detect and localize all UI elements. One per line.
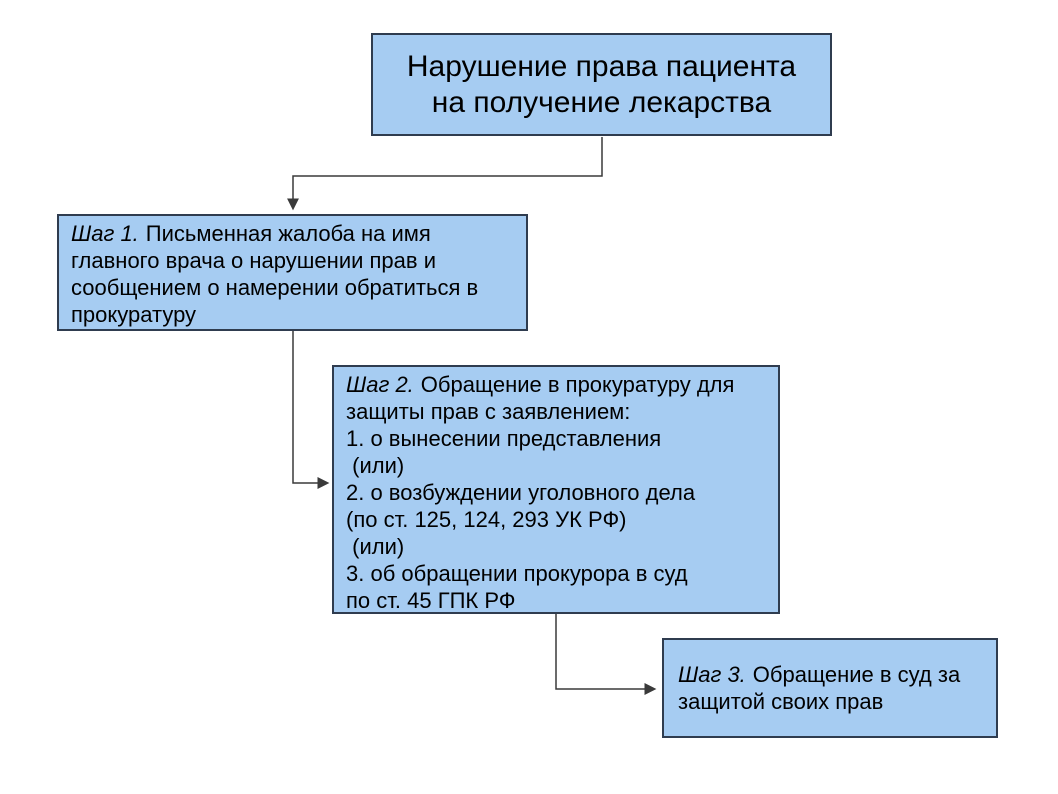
step1-box: Шаг 1.Письменная жалоба на имя главного … xyxy=(57,214,528,331)
arrow-title-to-step1 xyxy=(287,137,603,211)
step2-box: Шаг 2.Обращение в прокуратуру для защиты… xyxy=(332,365,780,614)
step3-line: защитой своих прав xyxy=(678,689,884,714)
step2-line: 1. о вынесении представления xyxy=(346,426,662,451)
step1-line: сообщением о намерении обратиться в xyxy=(71,275,479,300)
step2-label: Шаг 2. xyxy=(346,372,414,397)
step2-line: 3. об обращении прокурора в суд xyxy=(346,561,688,586)
step3-box: Шаг 3.Обращение в суд за защитой своих п… xyxy=(662,638,998,738)
title-box: Нарушение права пациента на получение ле… xyxy=(371,33,832,136)
step2-line: по ст. 45 ГПК РФ xyxy=(346,588,516,613)
step1-line: главного врача о нарушении прав и xyxy=(71,248,436,273)
step1-line: Письменная жалоба на имя xyxy=(145,221,431,246)
arrow-step1-to-step2 xyxy=(292,331,330,489)
step3-line: Обращение в суд за xyxy=(752,662,961,687)
step2-line: (по ст. 125, 124, 293 УК РФ) xyxy=(346,507,627,532)
step2-line: защиты прав с заявлением: xyxy=(346,399,631,424)
step2-line: (или) xyxy=(346,534,405,559)
step3-label: Шаг 3. xyxy=(678,662,746,687)
step2-line: 2. о возбуждении уголовного дела xyxy=(346,480,696,505)
title-line-1: Нарушение права пациента xyxy=(406,49,797,83)
step3-content: Шаг 3.Обращение в суд за защитой своих п… xyxy=(678,661,960,715)
arrow-step2-to-step3 xyxy=(555,613,657,695)
step1-line: прокуратуру xyxy=(71,302,197,327)
step1-label: Шаг 1. xyxy=(71,221,139,246)
title-line-2: на получение лекарства xyxy=(431,85,772,119)
step2-line: (или) xyxy=(346,453,405,478)
step2-line: Обращение в прокуратуру для xyxy=(420,372,735,397)
